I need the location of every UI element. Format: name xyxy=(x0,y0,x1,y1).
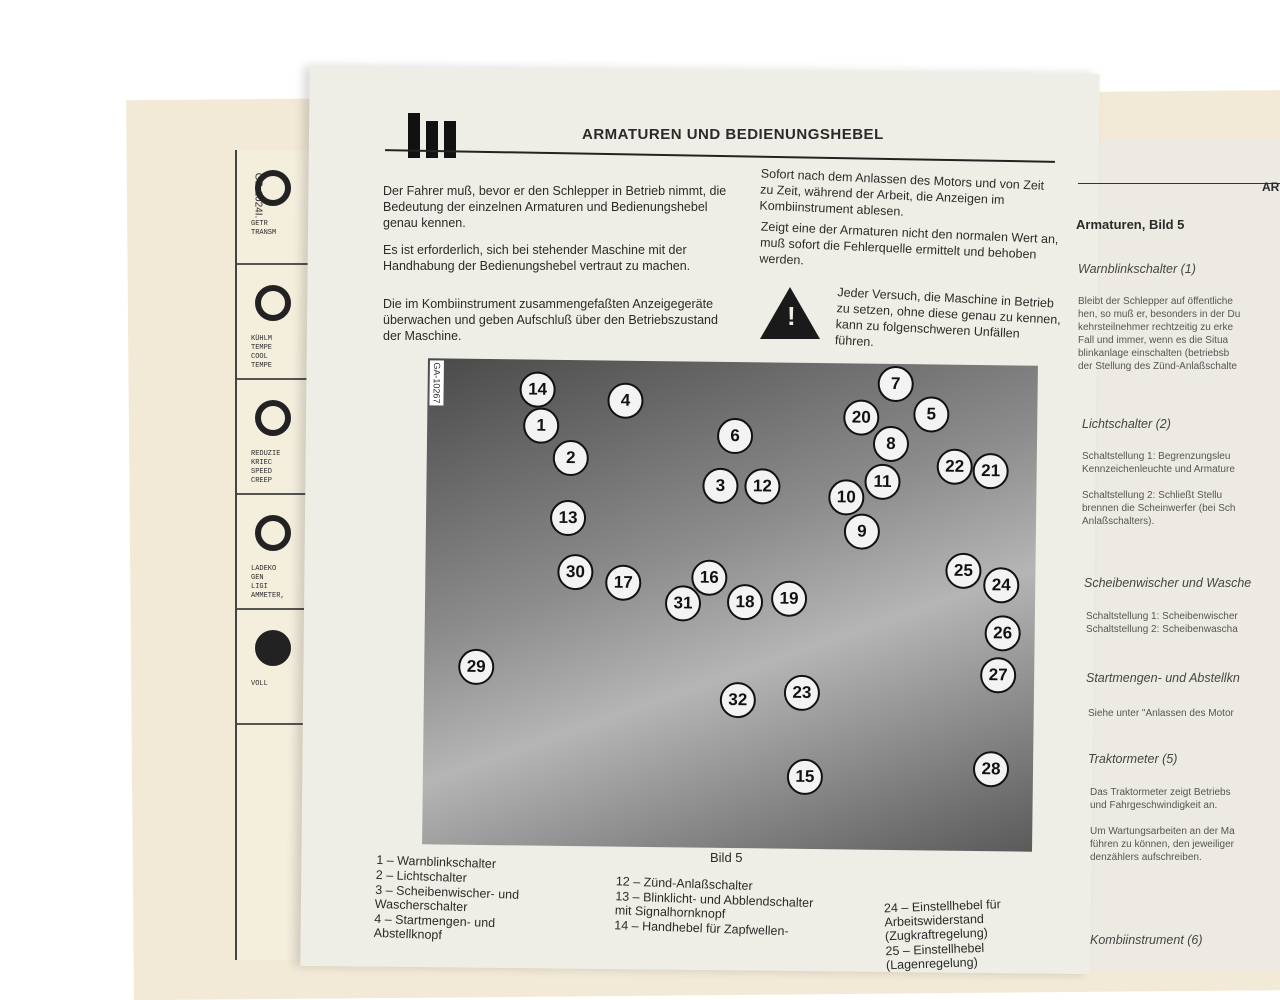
figure-id: GA-10267 xyxy=(429,360,444,406)
section-heading: Traktormeter (5) xyxy=(1088,752,1178,766)
legend-col-3: 24 – Einstellhebel für Arbeitswiderstand… xyxy=(884,895,1076,974)
section-text: Das Traktormeter zeigt Betriebs und Fahr… xyxy=(1090,787,1235,863)
callout: 16 xyxy=(691,559,728,596)
right-header-rule xyxy=(1078,183,1280,184)
section-text: Siehe unter "Anlassen des Motor xyxy=(1088,708,1234,719)
callout: 17 xyxy=(605,564,642,601)
callout: 31 xyxy=(664,585,702,622)
turtle-icon xyxy=(255,400,291,436)
callout: 3 xyxy=(702,467,739,505)
section-heading: Startmengen- und Abstellkn xyxy=(1086,671,1240,685)
thermometer-icon xyxy=(255,285,291,321)
legend-item: 4 – Startmengen- und Abstellknopf xyxy=(373,911,496,943)
callout: 1 xyxy=(522,407,560,444)
warning-text: Jeder Versuch, die Maschine in Betrieb z… xyxy=(834,285,1062,350)
section-text: Schaltstellung 1: Scheibenwischer Schalt… xyxy=(1086,611,1238,635)
callout: 9 xyxy=(843,513,881,550)
right-header: AR xyxy=(1262,180,1280,194)
callout: 22 xyxy=(936,448,973,485)
page-title: ARMATUREN UND BEDIENUNGSHEBEL xyxy=(582,126,884,143)
callout: 18 xyxy=(726,583,764,621)
callout: 7 xyxy=(877,365,914,403)
callout: 19 xyxy=(770,580,808,617)
symbol-cell: GETR TRANSM xyxy=(237,150,325,265)
callout: 4 xyxy=(607,382,644,419)
ih-logo xyxy=(408,113,456,158)
callout: 24 xyxy=(983,567,1020,604)
callout: 11 xyxy=(864,463,901,501)
section-heading: Warnblinkschalter (1) xyxy=(1078,262,1196,276)
callout: 30 xyxy=(557,553,594,591)
gear-icon xyxy=(255,170,291,206)
callout: 5 xyxy=(913,396,950,433)
legend-item: 25 – Einstellhebel (Lagenregelung) xyxy=(885,940,985,973)
warning-icon: ! xyxy=(760,287,820,339)
symbol-cell: LADEKO GEN LIGI AMMETER, xyxy=(237,495,325,610)
callout: 27 xyxy=(979,657,1017,694)
callout: 29 xyxy=(458,648,495,686)
paragraph: Es ist erforderlich, sich bei stehender … xyxy=(383,243,691,273)
section-heading: Kombiinstrument (6) xyxy=(1090,933,1203,947)
section-heading: Lichtschalter (2) xyxy=(1082,417,1171,431)
symbol-cell: REDUZIE KRIEC SPEED CREEP xyxy=(237,380,325,495)
callout: 20 xyxy=(843,399,880,436)
callout: 23 xyxy=(783,674,821,712)
callout: 6 xyxy=(716,417,754,455)
callout: 12 xyxy=(744,468,781,505)
fuel-icon xyxy=(255,630,291,666)
paragraph: Die im Kombiinstrument zusammengefaßten … xyxy=(383,297,718,343)
symbol-cell: VOLL xyxy=(237,610,325,725)
paragraph: Der Fahrer muß, bevor er den Schlepper i… xyxy=(383,184,727,230)
legend-item: 24 – Einstellhebel für Arbeitswiderstand… xyxy=(883,897,1001,944)
symbol-cell: KÜHLM TEMPE COOL TEMPE xyxy=(237,265,325,380)
callout: 25 xyxy=(945,552,982,590)
right-title: Armaturen, Bild 5 xyxy=(1076,217,1185,232)
section-heading: Scheibenwischer und Wasche xyxy=(1084,576,1252,590)
callout: 32 xyxy=(719,681,757,719)
callout: 28 xyxy=(972,750,1010,788)
legend-col-2: 12 – Zünd-Anlaßschalter 13 – Blinklicht-… xyxy=(614,874,831,940)
figure-caption: Bild 5 xyxy=(710,850,743,865)
callout: 2 xyxy=(552,439,590,477)
section-text: Bleibt der Schlepper auf öffentliche hen… xyxy=(1078,296,1241,372)
legend-col-1: 1 – Warnblinkschalter 2 – Lichtschalter … xyxy=(374,853,557,947)
callout: 26 xyxy=(984,615,1021,652)
callout: 14 xyxy=(519,371,556,408)
lightning-icon xyxy=(255,515,291,551)
callout: 15 xyxy=(786,758,824,796)
section-text: Schaltstellung 1: Begrenzungsleu Kennzei… xyxy=(1082,451,1236,527)
cab-photo: GA-10267 14 4 1 2 6 7 20 5 8 3 12 11 22 … xyxy=(422,358,1038,852)
callout: 21 xyxy=(972,452,1009,490)
callout: 8 xyxy=(872,425,910,463)
callout: 10 xyxy=(828,479,865,516)
callout: 13 xyxy=(549,499,587,537)
